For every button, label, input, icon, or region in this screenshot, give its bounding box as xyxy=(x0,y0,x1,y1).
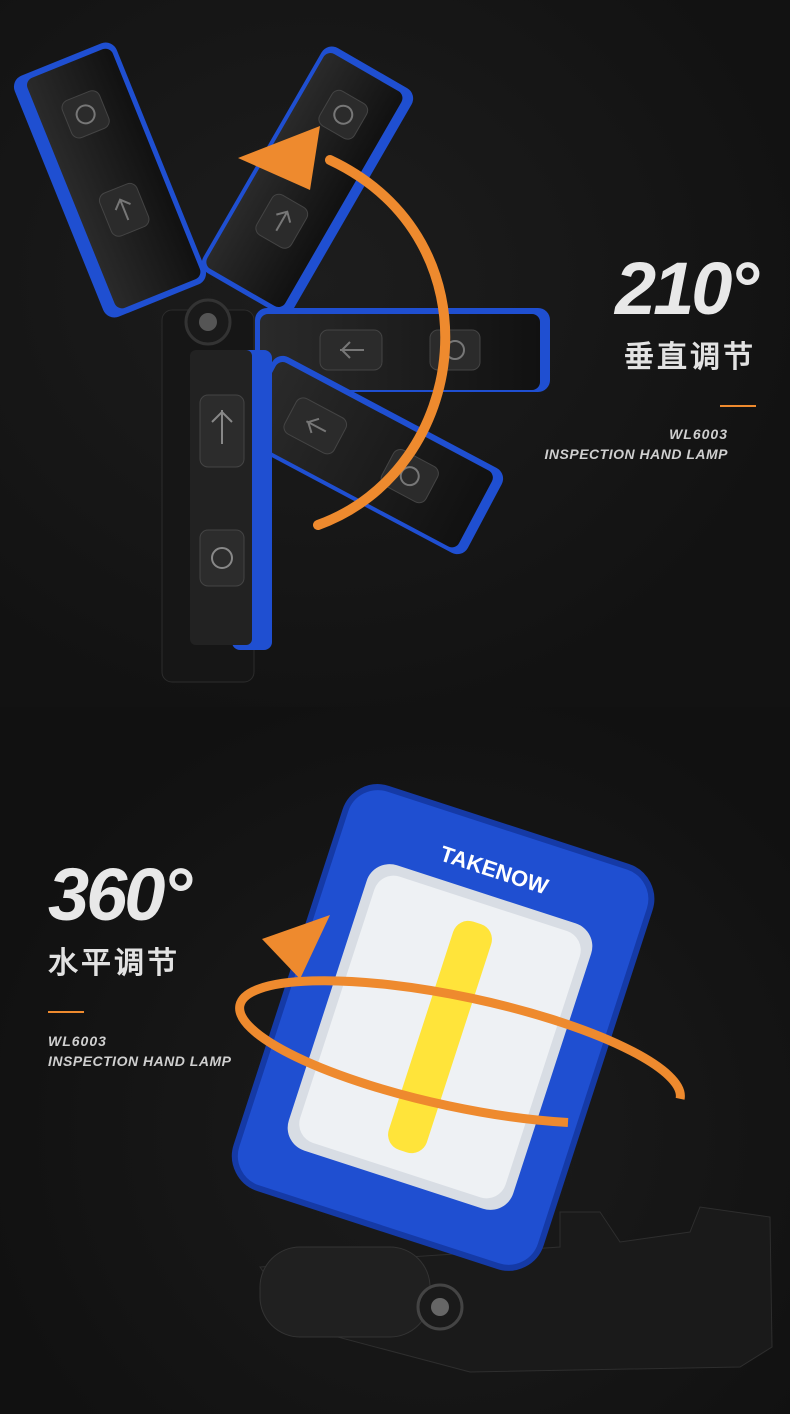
vertical-text-block: 210° 垂直调节 xyxy=(614,247,759,407)
lamp-position-4 xyxy=(236,355,504,555)
power-icon xyxy=(211,547,233,569)
usb-icon xyxy=(211,410,233,444)
horizontal-label: 水平调节 xyxy=(48,947,180,980)
vertical-degree: 210° xyxy=(614,247,759,330)
horizontal-rotation-section: TAKENOW 360° 水平调节 WL6003 INSPECTION HAND… xyxy=(0,707,790,1414)
horizontal-product-info: WL6003 INSPECTION HAND LAMP xyxy=(48,1031,231,1071)
lamp-position-1 xyxy=(13,42,207,318)
vertical-label: 垂直调节 xyxy=(624,341,756,374)
vertical-rotation-section: 210° 垂直调节 WL6003 INSPECTION HAND LAMP xyxy=(0,0,790,707)
usb-icon xyxy=(340,341,364,359)
rotation-arrow xyxy=(313,155,451,530)
horizontal-text-block: 360° 水平调节 xyxy=(48,853,192,982)
horizontal-degree: 360° xyxy=(48,853,192,936)
vertical-product-info: WL6003 INSPECTION HAND LAMP xyxy=(545,424,728,464)
usb-icon xyxy=(305,417,327,434)
usb-icon xyxy=(114,198,131,221)
lamp-panel: TAKENOW xyxy=(231,784,655,1271)
swivel-arrow-head xyxy=(262,915,330,979)
lamp-base-vertical xyxy=(161,298,272,683)
lamp-rotation-illustration xyxy=(13,42,550,683)
model-number: WL6003 xyxy=(48,1033,107,1049)
usb-icon xyxy=(275,210,292,232)
power-icon xyxy=(75,104,96,125)
accent-divider xyxy=(720,405,756,407)
model-number: WL6003 xyxy=(669,426,728,442)
arrow-head xyxy=(238,126,320,190)
lamp-swivel-illustration: TAKENOW xyxy=(231,784,773,1373)
lamp-base-horizontal xyxy=(259,1206,773,1373)
lamp-position-3 xyxy=(255,308,550,392)
product-name: INSPECTION HAND LAMP xyxy=(544,446,728,462)
product-name: INSPECTION HAND LAMP xyxy=(48,1053,232,1069)
accent-divider xyxy=(48,1011,84,1013)
power-icon xyxy=(333,104,354,125)
